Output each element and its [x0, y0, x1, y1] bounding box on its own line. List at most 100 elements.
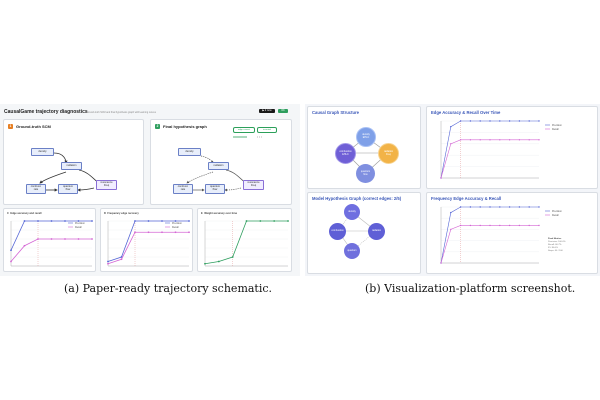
data-point — [538, 139, 540, 141]
ok-button[interactable]: OK — [278, 109, 288, 113]
graph-node-left: combustion EHLC — [335, 143, 356, 164]
data-point — [489, 224, 491, 227]
data-point — [499, 224, 501, 227]
data-point — [450, 126, 452, 128]
run-button[interactable]: ▶ 2 runs — [259, 109, 275, 113]
data-point — [64, 238, 66, 240]
data-point — [50, 220, 53, 222]
data-point — [518, 139, 521, 141]
data-point — [469, 139, 472, 141]
data-point — [147, 220, 150, 222]
metric-precision: Precision: 100.0% — [548, 240, 566, 243]
legend-label: Recall — [552, 128, 559, 131]
data-point — [499, 120, 501, 122]
hyp-card: 2 Final hypothesis graph edge correct in… — [150, 119, 292, 205]
graph-node-top: density EHLC — [356, 127, 376, 147]
data-point — [518, 120, 521, 122]
legend-label: Precision — [552, 210, 563, 213]
data-point — [259, 220, 262, 222]
legend-label: Recall — [172, 226, 179, 229]
data-point — [273, 220, 276, 222]
hyp-badge: 2 — [155, 124, 160, 129]
data-point — [518, 224, 521, 227]
legend-label: Recall — [552, 214, 559, 217]
data-point — [188, 220, 190, 222]
series-line — [440, 206, 539, 264]
series-line — [10, 238, 92, 262]
chart2-card: Frequency Edge Accuracy & Recall Precisi… — [426, 192, 598, 274]
data-point — [450, 143, 452, 145]
pill-inverted: inverted — [257, 127, 277, 133]
metric-steps: Steps: 40 / 100 — [548, 249, 563, 252]
data-point — [107, 260, 109, 263]
data-point — [231, 256, 234, 258]
data-point — [450, 228, 452, 231]
data-point — [459, 120, 462, 122]
data-point — [508, 224, 511, 227]
series-line — [204, 220, 288, 265]
data-point — [518, 206, 521, 208]
gt-node-density: density — [31, 148, 54, 156]
data-point — [450, 211, 452, 214]
pill-edge-correct: edge correct — [233, 127, 255, 133]
data-point — [508, 206, 511, 208]
data-point — [469, 206, 472, 208]
panel-e-title: E Weight accuracy over time — [201, 212, 237, 215]
series-line — [440, 120, 539, 179]
panel-c-title: C Edge accuracy and recall — [7, 212, 41, 215]
gt-node-radiation: radiation — [61, 162, 82, 170]
data-point — [77, 220, 80, 222]
data-point — [10, 249, 12, 252]
hyp-graph-node-top: density — [344, 204, 360, 220]
data-point — [174, 231, 177, 234]
hyp-node-combustion: combust. rate — [173, 184, 193, 194]
panel-c-badge: C — [7, 212, 9, 215]
data-point — [459, 224, 462, 227]
data-point — [508, 120, 511, 122]
chart-e — [204, 220, 289, 267]
metrics-title: Final Metrics — [548, 238, 562, 240]
data-point — [499, 139, 501, 141]
data-point — [469, 224, 472, 227]
data-point — [161, 220, 163, 222]
panel-e-title-text: Weight accuracy over time — [204, 212, 238, 215]
caption-right: (b) Visualization-platform screenshot. — [365, 282, 576, 295]
legend-label: Precision — [172, 222, 183, 225]
data-point — [120, 256, 123, 258]
hyp-graph-node-right: radiation — [368, 223, 385, 240]
data-point — [287, 220, 289, 222]
data-point — [440, 262, 442, 264]
data-point — [538, 120, 540, 122]
data-point — [528, 139, 530, 141]
panel-d-title-text: Frequency edge recovery — [107, 212, 139, 215]
chart1-title: Edge Accuracy & Recall Over Time — [431, 110, 501, 115]
panel-c-title-text: Edge accuracy and recall — [10, 212, 42, 215]
data-point — [459, 139, 462, 141]
data-point — [538, 206, 540, 208]
data-point — [217, 260, 220, 263]
caption-left: (a) Paper-ready trajectory schematic. — [64, 282, 273, 295]
data-point — [440, 177, 442, 179]
gt-title: Ground-truth SCM — [16, 124, 51, 129]
hyp-node-radiation: radiation — [208, 162, 229, 170]
panel-e-badge: E — [201, 212, 203, 215]
hyp-graph-edges — [337, 211, 377, 252]
data-point — [23, 244, 26, 247]
data-point — [91, 220, 93, 222]
gt-badge: 1 — [8, 124, 13, 129]
data-point — [499, 206, 501, 208]
data-point — [489, 120, 491, 122]
data-point — [77, 238, 80, 240]
data-point — [37, 220, 39, 222]
data-point — [479, 139, 481, 141]
right-figure: Causal Graph Structure density EHLC comb… — [305, 104, 600, 276]
data-point — [479, 120, 481, 122]
data-point — [107, 262, 109, 265]
data-point — [161, 231, 163, 234]
data-point — [204, 262, 206, 265]
hyp-graph-node-left: combustion — [329, 223, 346, 240]
data-point — [528, 224, 530, 227]
